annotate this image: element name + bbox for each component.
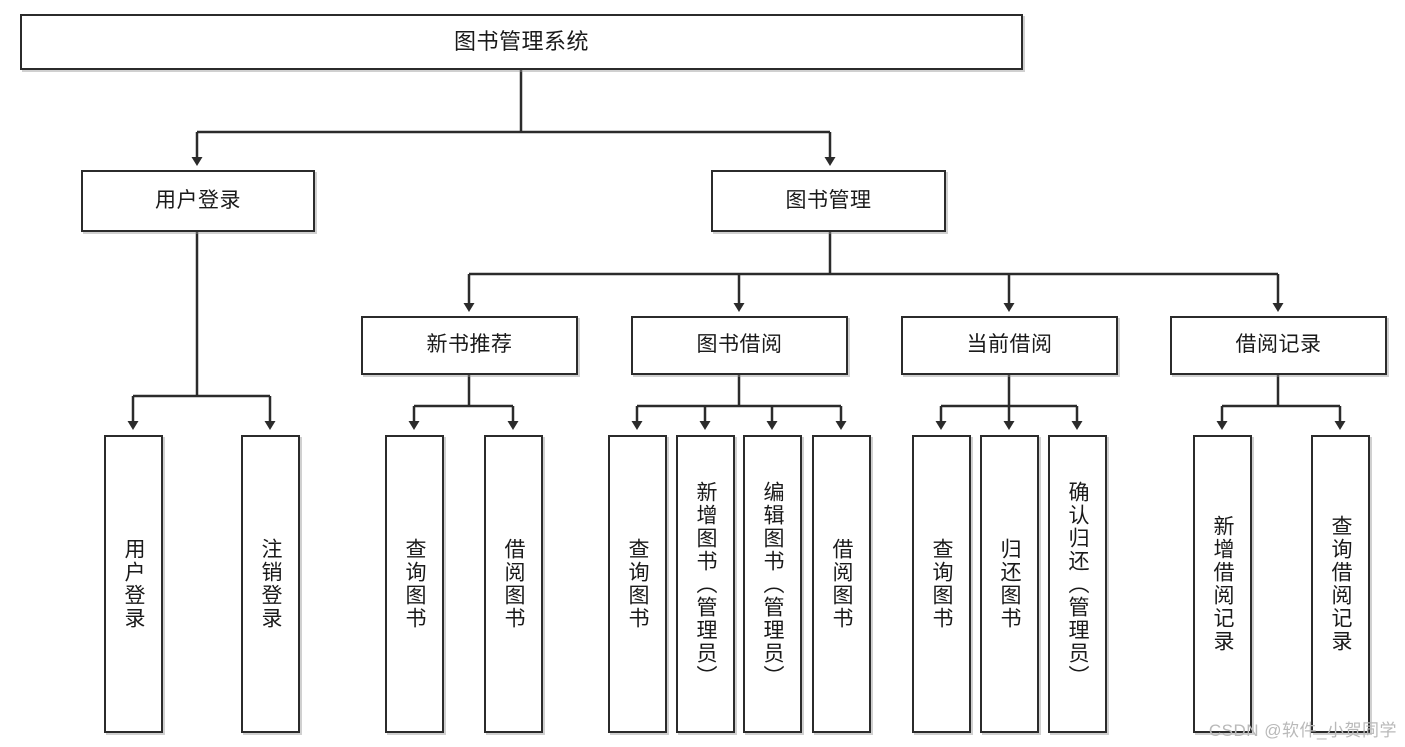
watermark: CSDN @软件_小贺同学 — [1208, 721, 1397, 740]
node-leaf-query-book-3[interactable]: 查询图书 — [912, 435, 971, 733]
node-book-borrow[interactable]: 图书借阅 — [631, 316, 848, 375]
node-leaf-add-borrow-record[interactable]: 新增借阅记录 — [1193, 435, 1252, 733]
node-label: 编辑图书（管理员） — [761, 480, 784, 688]
node-label: 借阅图书 — [502, 538, 525, 630]
node-user-login[interactable]: 用户登录 — [81, 170, 315, 232]
node-leaf-logout[interactable]: 注销登录 — [241, 435, 300, 733]
node-label: 查询图书 — [626, 538, 649, 630]
node-leaf-user-login[interactable]: 用户登录 — [104, 435, 163, 733]
node-label: 注销登录 — [259, 538, 282, 630]
node-leaf-confirm-return[interactable]: 确认归还（管理员） — [1048, 435, 1107, 733]
node-book-manage[interactable]: 图书管理 — [711, 170, 946, 232]
node-label: 借阅记录 — [1235, 333, 1322, 357]
node-label: 当前借阅 — [966, 333, 1053, 357]
node-leaf-add-book[interactable]: 新增图书（管理员） — [676, 435, 735, 733]
node-label: 归还图书 — [998, 538, 1021, 630]
node-label: 用户登录 — [122, 538, 145, 630]
node-label: 用户登录 — [155, 188, 241, 212]
node-label: 借阅图书 — [830, 538, 853, 630]
node-label: 新增借阅记录 — [1211, 515, 1234, 653]
node-label: 查询图书 — [403, 538, 426, 630]
node-current-borrow[interactable]: 当前借阅 — [901, 316, 1118, 375]
node-label: 查询图书 — [930, 538, 953, 630]
node-label: 确认归还（管理员） — [1066, 480, 1089, 688]
node-borrow-record[interactable]: 借阅记录 — [1170, 316, 1387, 375]
node-new-book-recommend[interactable]: 新书推荐 — [361, 316, 578, 375]
node-label: 新增图书（管理员） — [694, 480, 717, 688]
node-root-library-system[interactable]: 图书管理系统 — [20, 14, 1023, 70]
node-label: 新书推荐 — [426, 333, 513, 357]
node-leaf-query-book-2[interactable]: 查询图书 — [608, 435, 667, 733]
node-label: 图书管理 — [785, 188, 872, 212]
node-leaf-return-book[interactable]: 归还图书 — [980, 435, 1039, 733]
node-leaf-edit-book[interactable]: 编辑图书（管理员） — [743, 435, 802, 733]
node-label: 图书管理系统 — [453, 29, 589, 55]
node-label: 图书借阅 — [696, 333, 783, 357]
node-leaf-borrow-book-1[interactable]: 借阅图书 — [484, 435, 543, 733]
node-leaf-query-book-1[interactable]: 查询图书 — [385, 435, 444, 733]
node-leaf-query-borrow-record[interactable]: 查询借阅记录 — [1311, 435, 1370, 733]
node-leaf-borrow-book-2[interactable]: 借阅图书 — [812, 435, 871, 733]
node-label: 查询借阅记录 — [1329, 515, 1352, 653]
